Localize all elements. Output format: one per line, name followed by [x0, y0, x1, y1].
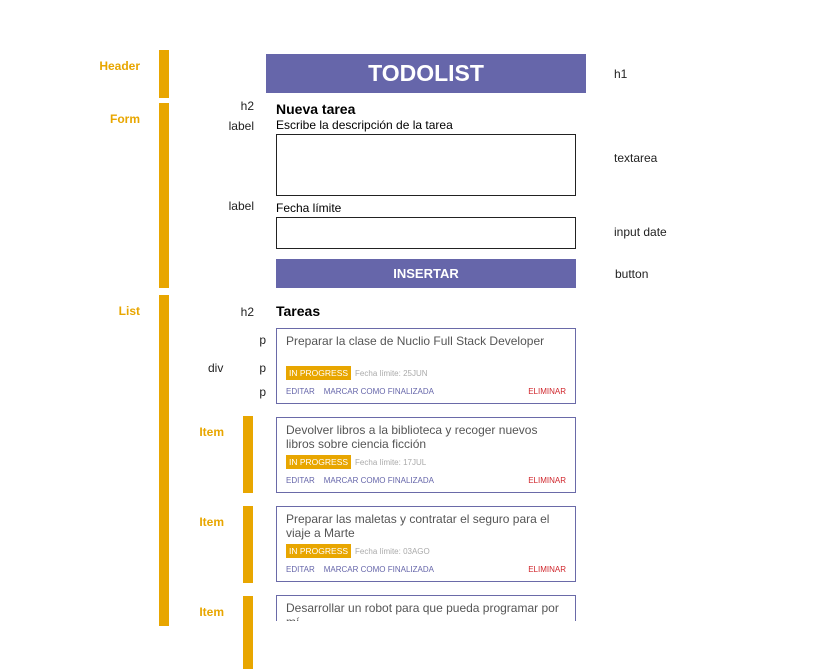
task-meta: IN PROGRESS Fecha límite: 03AGO	[286, 544, 430, 558]
section-label-item-3: Item	[199, 605, 224, 619]
mark-complete-link[interactable]: MARCAR COMO FINALIZADA	[323, 387, 434, 396]
task-actions: EDITAR MARCAR COMO FINALIZADA ELIMINAR	[286, 565, 566, 574]
tag-label-date: label	[228, 199, 254, 213]
tag-h2-list: h2	[240, 305, 254, 319]
task-description: Desarrollar un robot para que pueda prog…	[286, 601, 559, 621]
task-list[interactable]: Preparar la clase de Nuclio Full Stack D…	[276, 328, 577, 621]
date-input[interactable]	[276, 217, 576, 249]
edit-link[interactable]: EDITAR	[286, 476, 315, 485]
tag-div-item: div	[208, 361, 224, 375]
status-badge: IN PROGRESS	[286, 544, 352, 558]
mark-complete-link[interactable]: MARCAR COMO FINALIZADA	[323, 476, 434, 485]
task-description: Preparar la clase de Nuclio Full Stack D…	[286, 334, 545, 348]
edit-link[interactable]: EDITAR	[286, 565, 315, 574]
list-heading: Tareas	[276, 303, 321, 319]
delete-link[interactable]: ELIMINAR	[528, 565, 566, 574]
edit-link[interactable]: EDITAR	[286, 387, 315, 396]
section-bar-item-3	[243, 596, 253, 669]
section-label-item-1: Item	[199, 425, 224, 439]
status-badge: IN PROGRESS	[286, 366, 352, 380]
task-item: Preparar la clase de Nuclio Full Stack D…	[276, 328, 576, 404]
form-heading: Nueva tarea	[276, 101, 356, 117]
task-description: Devolver libros a la biblioteca y recoge…	[286, 423, 538, 451]
task-actions: EDITAR MARCAR COMO FINALIZADA ELIMINAR	[286, 387, 566, 396]
tag-textarea: textarea	[614, 151, 658, 165]
task-actions: EDITAR MARCAR COMO FINALIZADA ELIMINAR	[286, 476, 566, 485]
section-label-form: Form	[110, 112, 140, 126]
section-bar-item-2	[243, 506, 253, 583]
app-title: TODOLIST	[266, 54, 586, 93]
insert-button[interactable]: INSERTAR	[276, 259, 576, 288]
due-date: Fecha límite: 17JUL	[355, 457, 427, 467]
tag-p-meta: p	[259, 361, 266, 375]
date-label: Fecha límite	[276, 201, 342, 215]
section-bar-header	[159, 50, 169, 98]
delete-link[interactable]: ELIMINAR	[528, 476, 566, 485]
tag-h1: h1	[614, 67, 628, 81]
task-item: Devolver libros a la biblioteca y recoge…	[276, 417, 576, 493]
description-textarea[interactable]	[276, 134, 576, 196]
section-label-header: Header	[99, 59, 140, 73]
tag-p-actions: p	[259, 385, 266, 399]
section-bar-item-1	[243, 416, 253, 493]
due-date: Fecha límite: 25JUN	[355, 368, 428, 378]
description-label: Escribe la descripción de la tarea	[276, 118, 453, 132]
section-bar-list	[159, 295, 169, 626]
section-label-item-2: Item	[199, 515, 224, 529]
task-item: Preparar las maletas y contratar el segu…	[276, 506, 576, 582]
task-item: Desarrollar un robot para que pueda prog…	[276, 595, 576, 621]
section-label-list: List	[118, 304, 140, 318]
tag-input-date: input date	[614, 225, 667, 239]
task-meta: IN PROGRESS Fecha límite: 25JUN	[286, 366, 428, 380]
section-bar-form	[159, 103, 169, 288]
task-meta: IN PROGRESS Fecha límite: 17JUL	[286, 455, 426, 469]
mark-complete-link[interactable]: MARCAR COMO FINALIZADA	[323, 565, 434, 574]
tag-label-description: label	[228, 119, 254, 133]
tag-h2-form: h2	[240, 99, 254, 113]
tag-p-description: p	[259, 333, 266, 347]
status-badge: IN PROGRESS	[286, 455, 352, 469]
task-description: Preparar las maletas y contratar el segu…	[286, 512, 550, 540]
delete-link[interactable]: ELIMINAR	[528, 387, 566, 396]
due-date: Fecha límite: 03AGO	[355, 546, 430, 556]
tag-button: button	[615, 267, 649, 281]
